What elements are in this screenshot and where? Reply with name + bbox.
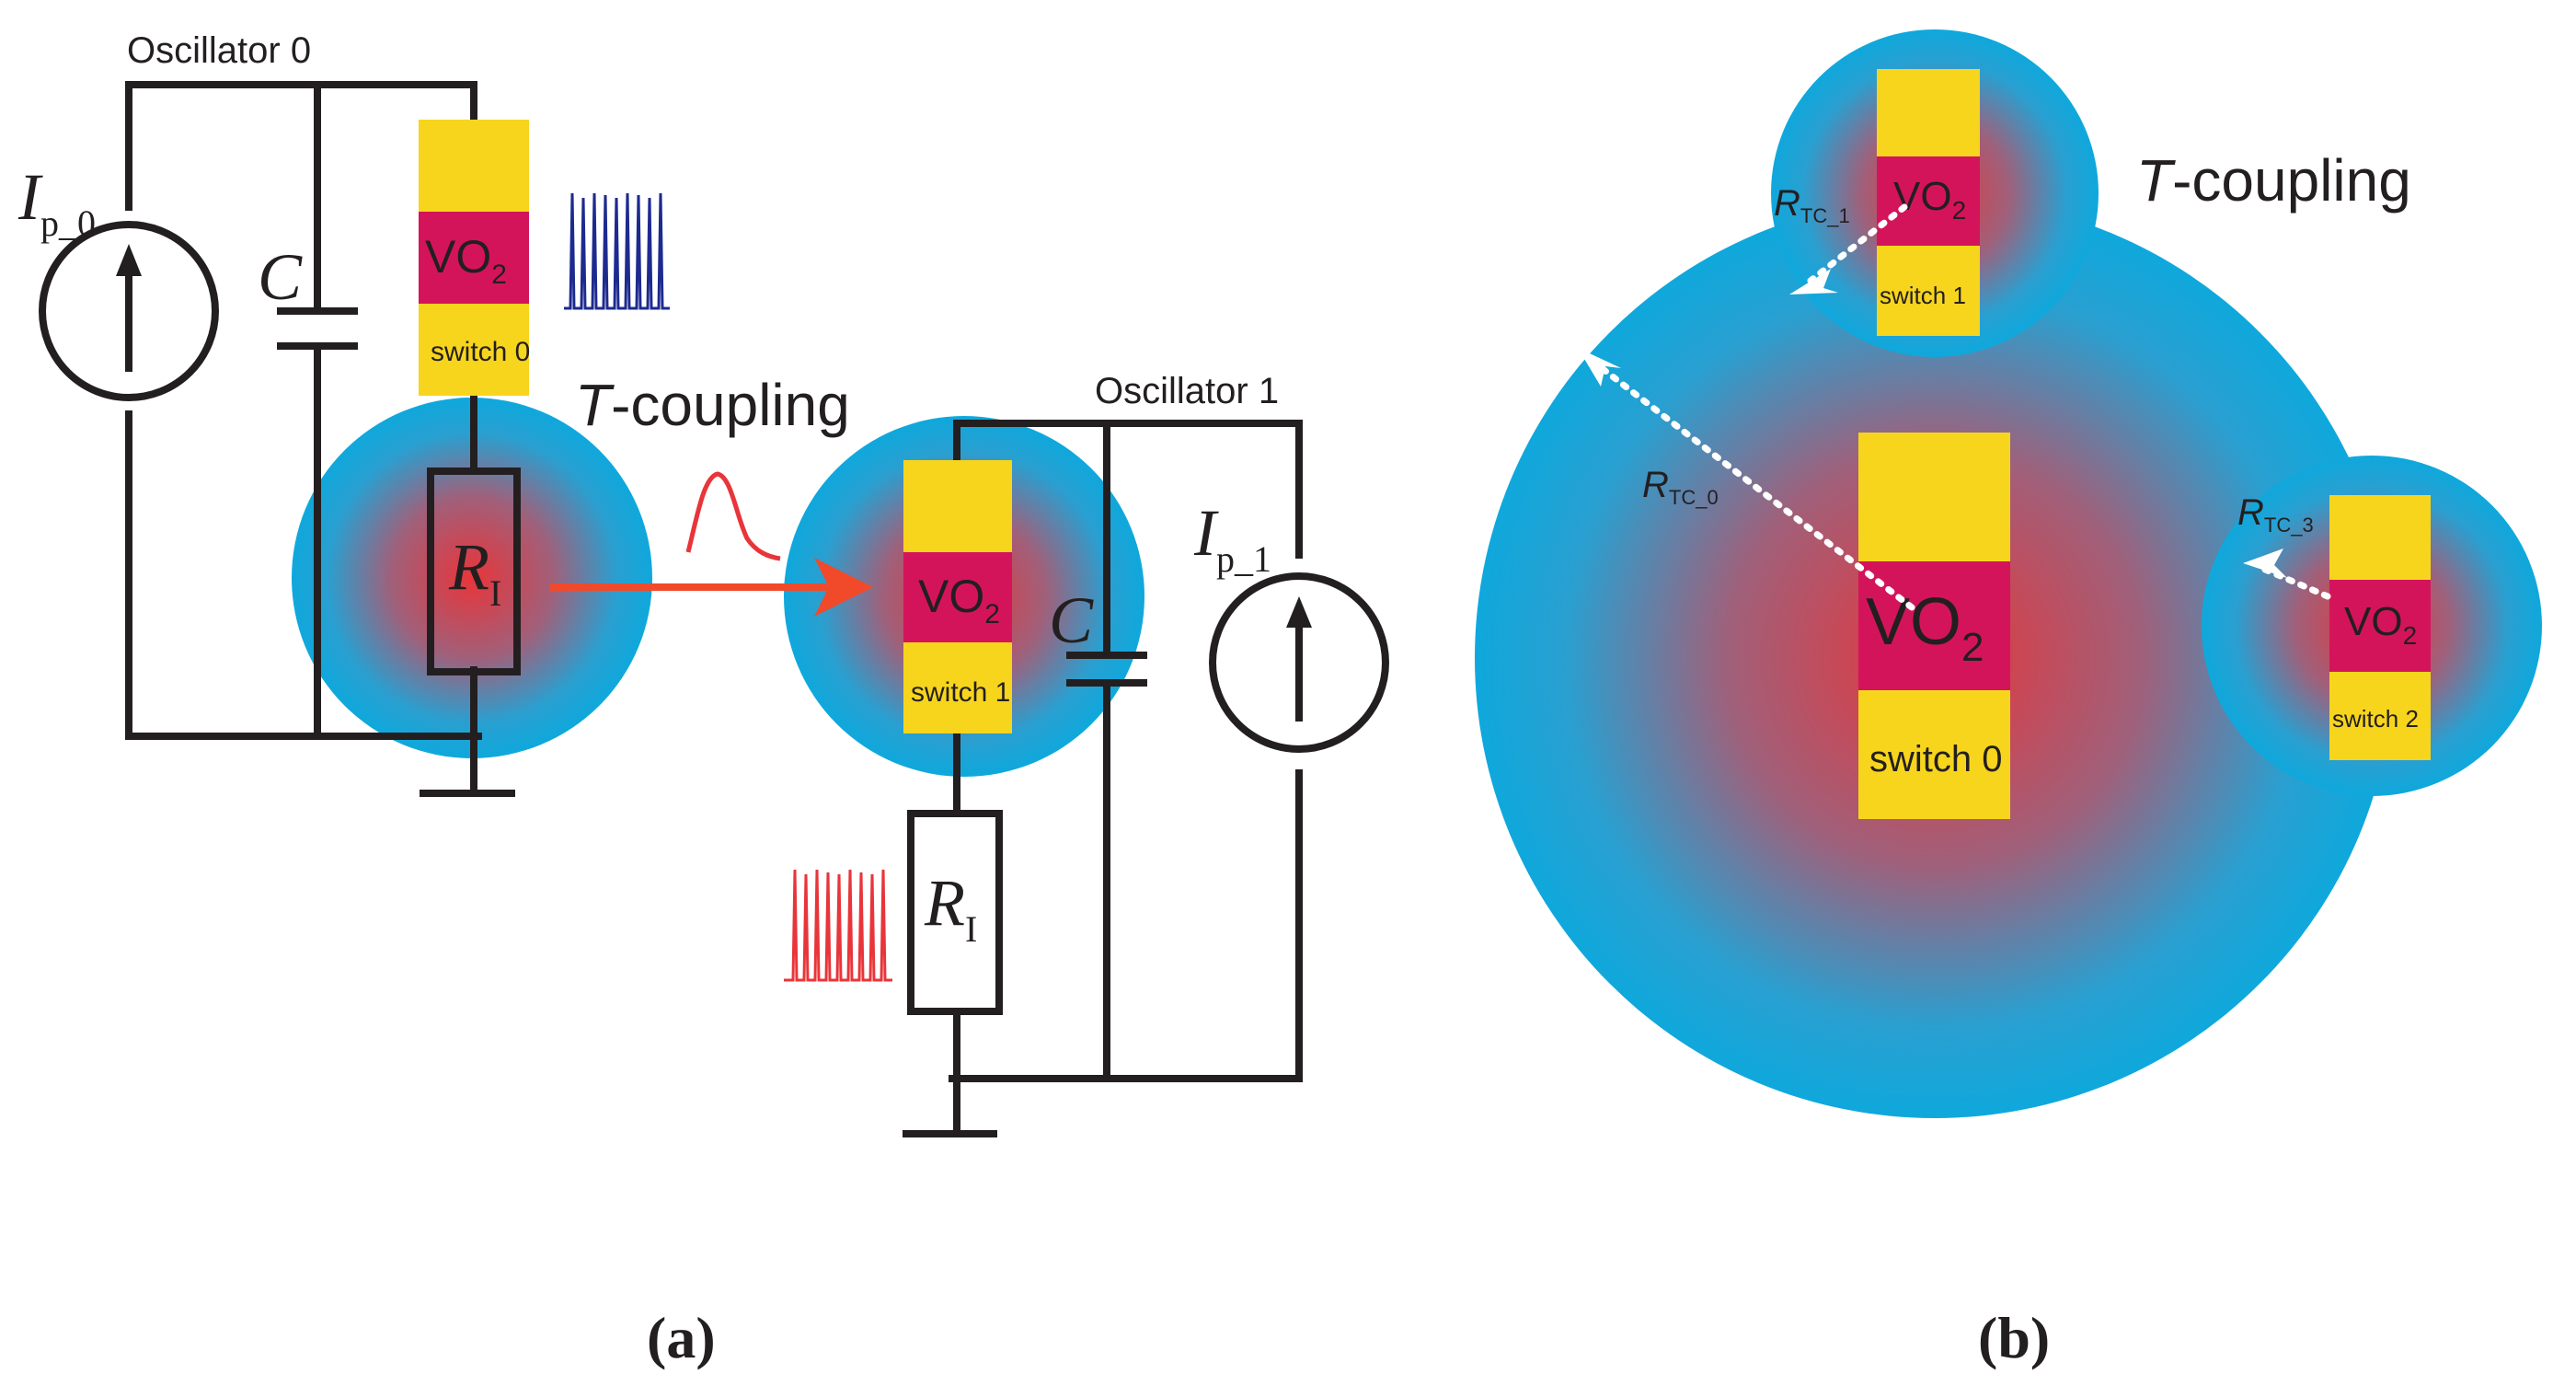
- switch-0: [419, 120, 529, 396]
- resistor-0-label: RI: [448, 530, 501, 614]
- current-source-0-label: Ip_0: [17, 160, 96, 244]
- switch-0-b: [1858, 433, 2010, 819]
- caption-a: (a): [647, 1305, 716, 1370]
- oscillator-1-label: Oscillator 1: [1095, 371, 1279, 411]
- resistor-1-label: RI: [924, 866, 977, 950]
- panel-a: Ip_0 C VO2 switch 0 RI Oscillator 0 T-co…: [17, 30, 1389, 1370]
- switch-2-b: [2329, 495, 2431, 760]
- switch-1-b: [1877, 69, 1980, 336]
- switch-2-b-material: VO2: [2344, 599, 2417, 650]
- radius-arrowhead-0: [1578, 348, 1621, 387]
- switch-2-b-label: switch 2: [2332, 705, 2419, 733]
- switch-0-material: VO2: [425, 231, 507, 290]
- switch-1-label: switch 1: [911, 677, 1010, 708]
- switch-1-b-material: VO2: [1893, 174, 1966, 225]
- radius-label-1: RTC_1: [1774, 183, 1850, 227]
- coupling-label-a: T-coupling: [575, 372, 850, 438]
- spike-train-blue: [564, 192, 670, 310]
- oscillator-0-label: Oscillator 0: [127, 30, 311, 71]
- resistor-1: [907, 810, 1003, 1015]
- radius-arrowhead-2: [2243, 548, 2287, 578]
- heat-glow-resistor-0: [292, 398, 652, 758]
- heat-pulse-icon: [685, 471, 781, 561]
- capacitor-1-label: C: [1049, 583, 1094, 657]
- capacitor-0: [277, 307, 358, 350]
- spike-train-red: [784, 869, 892, 982]
- switch-0-label: switch 0: [431, 337, 530, 367]
- switch-1-b-label: switch 1: [1880, 282, 1966, 309]
- radius-arrowhead-1: [1789, 269, 1838, 294]
- coupling-label-b: T-coupling: [2136, 147, 2411, 214]
- capacitor-0-label: C: [258, 240, 303, 314]
- capacitor-1: [1066, 652, 1147, 687]
- oscillator-1-circuit: [903, 420, 1303, 1137]
- switch-1: [903, 460, 1012, 733]
- current-source-1-label: Ip_1: [1193, 496, 1271, 580]
- radius-label-0: RTC_0: [1642, 465, 1719, 509]
- current-source-1: [1209, 572, 1389, 753]
- switch-1-material: VO2: [918, 571, 1000, 629]
- radius-line-0: [1586, 355, 1915, 611]
- oscillator-0-circuit: [125, 81, 515, 797]
- radius-label-2: RTC_3: [2237, 492, 2314, 537]
- panel-b: VO2 switch 1 RTC_1 VO2 switch 0 RTC_0 VO…: [1475, 29, 2542, 1370]
- switch-0-b-material: VO2: [1866, 585, 1984, 670]
- resistor-0: [427, 468, 521, 675]
- caption-b: (b): [1978, 1305, 2050, 1370]
- current-source-0: [39, 221, 219, 401]
- switch-0-b-label: switch 0: [1869, 739, 2003, 779]
